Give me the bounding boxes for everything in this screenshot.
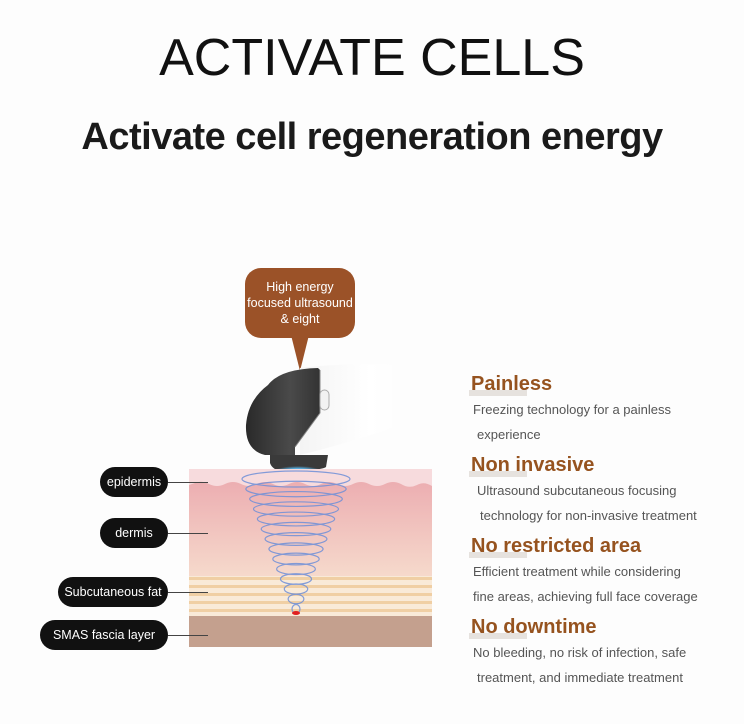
feature-title: Non invasive — [469, 453, 741, 477]
leader-line — [168, 592, 208, 593]
ultrasound-ring — [256, 511, 336, 527]
label-dermis: dermis — [100, 518, 168, 548]
smas-layer — [189, 616, 432, 647]
page-title: ACTIVATE CELLS — [159, 29, 585, 87]
callout-line: & eight — [280, 312, 320, 326]
focal-point — [292, 611, 300, 615]
feature-title: No downtime — [469, 615, 741, 639]
features-list: Painless Freezing technology for a painl… — [469, 372, 741, 696]
leader-line — [168, 533, 208, 534]
label-subcutaneous-fat: Subcutaneous fat — [58, 577, 168, 607]
skin-cross-section — [189, 469, 432, 647]
feature-title: Painless — [469, 372, 741, 396]
leader-line — [168, 635, 208, 636]
ultrasound-ring — [287, 593, 305, 605]
feature-description: Ultrasound subcutaneous focusing technol… — [477, 483, 697, 523]
feature-no-downtime: No downtime No bleeding, no risk of infe… — [469, 615, 741, 690]
epidermis-layer — [189, 469, 432, 487]
label-epidermis: epidermis — [100, 467, 168, 497]
page-subtitle: Activate cell regeneration energy — [81, 116, 663, 158]
feature-description: Efficient treatment while considering fi… — [473, 564, 698, 604]
callout-line: High energy — [266, 280, 334, 294]
ultrasound-ring — [264, 532, 328, 546]
ultrasound-handpiece-icon — [245, 364, 400, 480]
subcutaneous-fat-layer — [189, 576, 432, 616]
feature-title: No restricted area — [469, 534, 741, 558]
ultrasound-ring — [252, 501, 340, 517]
ultrasound-ring — [241, 470, 351, 488]
feature-no-restricted-area: No restricted area Efficient treatment w… — [469, 534, 741, 609]
feature-painless: Painless Freezing technology for a painl… — [469, 372, 741, 447]
label-smas-fascia: SMAS fascia layer — [40, 620, 168, 650]
ultrasound-callout: High energy focused ultrasound & eight — [245, 268, 355, 338]
feature-non-invasive: Non invasive Ultrasound subcutaneous foc… — [469, 453, 741, 528]
ultrasound-ring — [268, 542, 324, 556]
ultrasound-ring — [245, 480, 347, 498]
leader-line — [168, 482, 208, 483]
feature-description: No bleeding, no risk of infection, safe … — [473, 645, 687, 685]
feature-description: Freezing technology for a painless exper… — [473, 402, 672, 442]
callout-tail — [291, 335, 309, 371]
ultrasound-ring — [249, 490, 343, 508]
ultrasound-ring — [272, 552, 320, 566]
ultrasound-ring — [276, 562, 316, 576]
callout-line: focused ultrasound — [247, 296, 353, 310]
ultrasound-ring — [260, 521, 332, 537]
